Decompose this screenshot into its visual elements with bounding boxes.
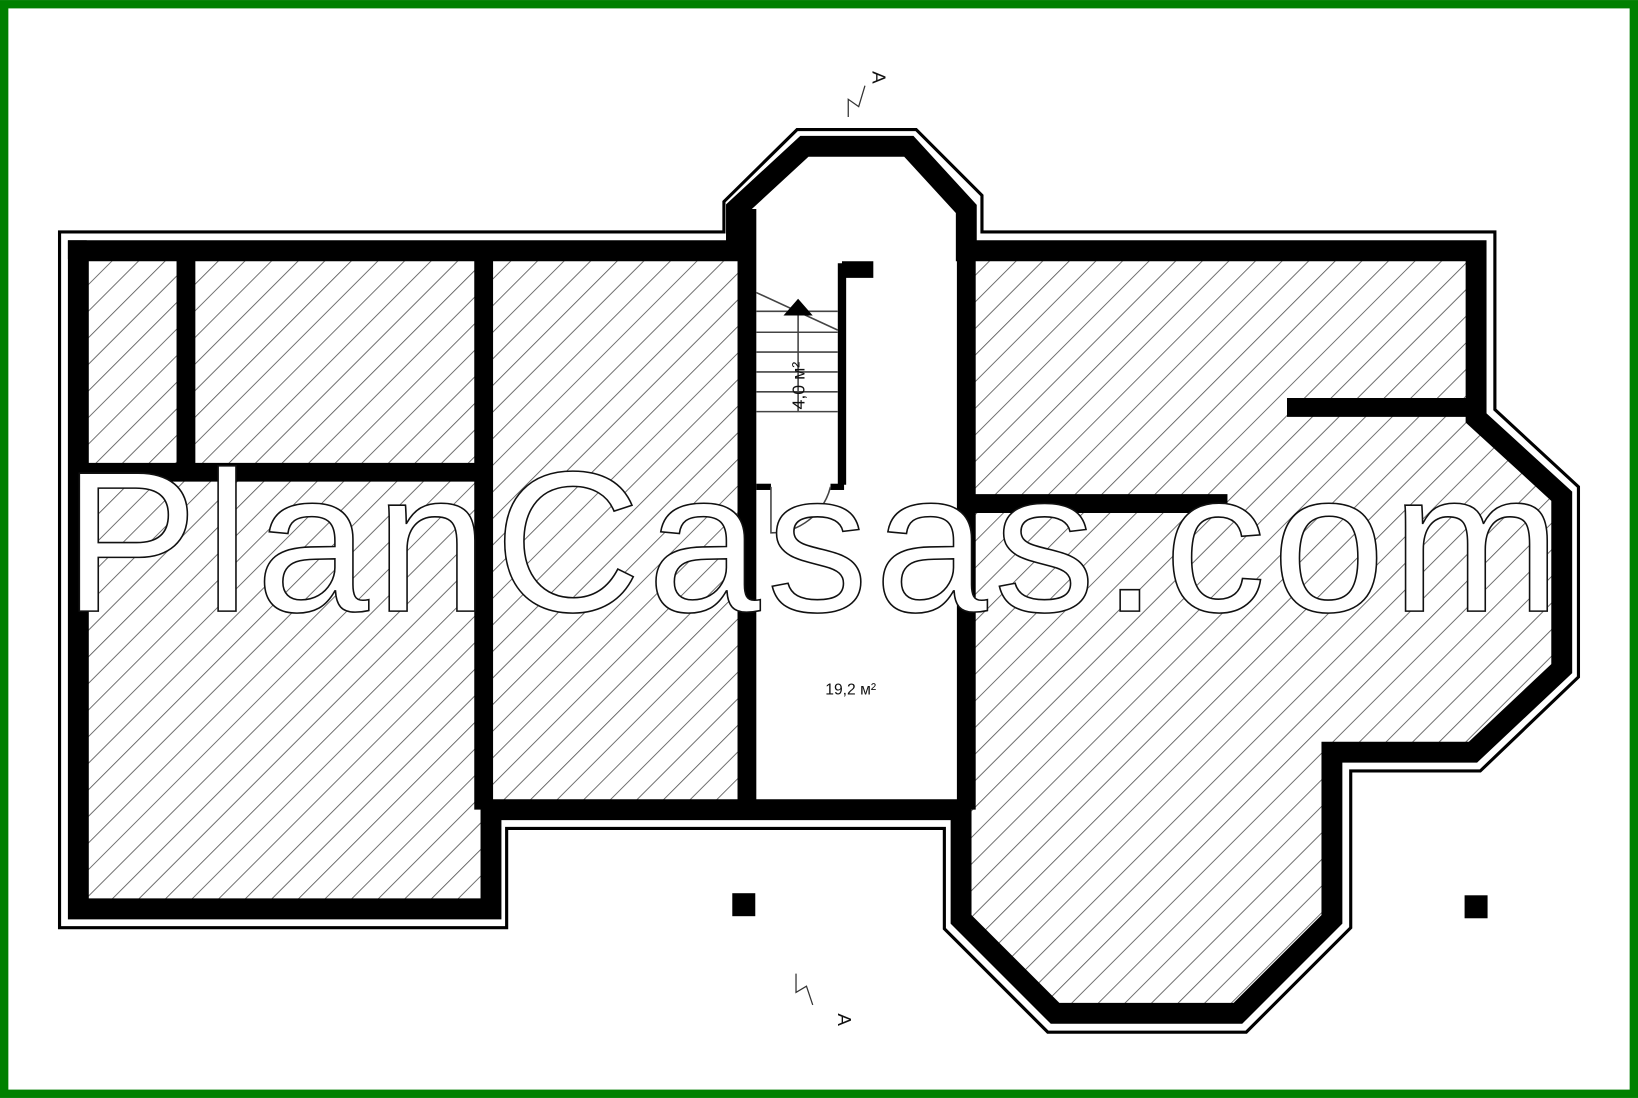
column [732,893,756,917]
hall-area-label: 19,2 м² [825,682,876,699]
outer-wall-line [57,128,1581,1034]
section-marker-top: A [847,71,889,118]
column [1464,895,1488,919]
interior-walls [78,208,1477,820]
svg-text:A: A [868,71,889,84]
staircase [755,261,874,534]
hatched-rooms [78,250,1562,1014]
section-marker-bottom: A [795,973,855,1026]
stair-area-label: 4,0 м² [788,362,808,410]
watermark: PlanCasas.com [63,429,1567,654]
svg-text:A: A [834,1013,855,1026]
